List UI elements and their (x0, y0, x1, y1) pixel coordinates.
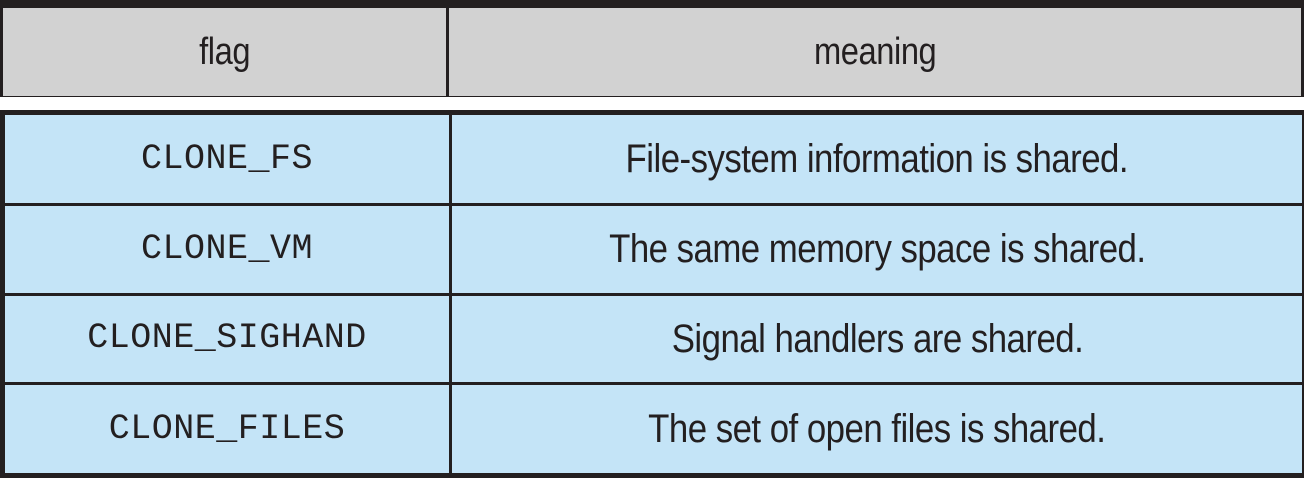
column-header-flag-label: flag (199, 31, 250, 73)
cell-flag: CLONE_VM (5, 204, 452, 296)
column-header-meaning: meaning (449, 8, 1301, 96)
table-row: CLONE_FILES The set of open files is sha… (5, 383, 1302, 473)
meaning-description: The set of open files is shared. (648, 407, 1106, 451)
cell-meaning: Signal handlers are shared. (450, 294, 1302, 385)
flag-name: CLONE_VM (140, 228, 314, 269)
flag-name: CLONE_FS (140, 138, 314, 179)
cell-meaning: The set of open files is shared. (450, 383, 1302, 473)
meaning-description: File-system information is shared. (625, 137, 1129, 181)
cell-flag: CLONE_FILES (5, 383, 452, 473)
cell-meaning: File-system information is shared. (450, 115, 1302, 206)
cell-flag: CLONE_FS (5, 115, 452, 206)
flag-name: CLONE_SIGHAND (87, 318, 367, 359)
table-row: CLONE_SIGHAND Signal handlers are shared… (5, 294, 1302, 385)
table-header-row: flag meaning (0, 7, 1304, 97)
column-header-flag: flag (3, 8, 449, 96)
table-header-block: flag meaning (0, 0, 1304, 116)
cell-flag: CLONE_SIGHAND (5, 294, 452, 385)
table-row: CLONE_FS File-system information is shar… (5, 115, 1302, 206)
column-header-meaning-label: meaning (813, 31, 937, 73)
flag-name: CLONE_FILES (108, 408, 346, 449)
table-body: CLONE_FS File-system information is shar… (5, 115, 1302, 473)
meaning-description: The same memory space is shared. (608, 227, 1146, 272)
table-row: CLONE_VM The same memory space is shared… (5, 204, 1302, 296)
table-body-block: CLONE_FS File-system information is shar… (0, 110, 1304, 478)
meaning-description: Signal handlers are shared. (671, 316, 1083, 361)
cell-meaning: The same memory space is shared. (450, 204, 1302, 296)
